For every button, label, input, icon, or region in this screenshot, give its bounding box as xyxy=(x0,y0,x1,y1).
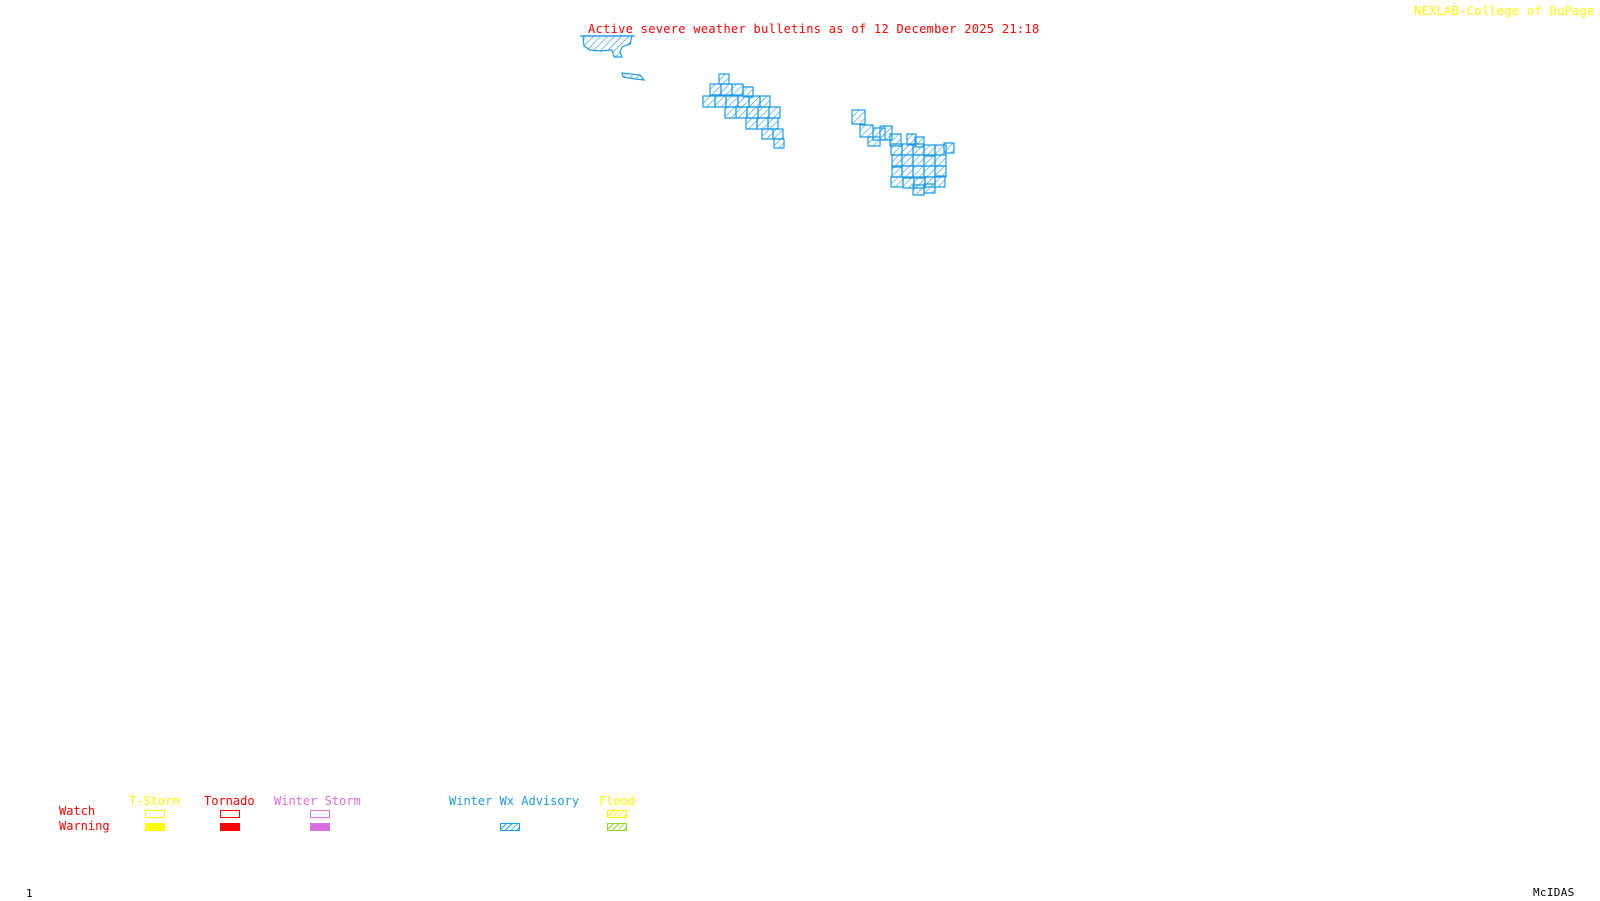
legend-col-tstorm: T-Storm xyxy=(129,794,180,808)
flood-warning-swatch xyxy=(607,823,627,831)
frame-number: 1 xyxy=(26,887,33,900)
legend-col-winter-storm: Winter Storm xyxy=(274,794,361,808)
advisory-zone xyxy=(757,106,770,119)
tstorm-warning-swatch xyxy=(145,823,165,831)
advisory-zone xyxy=(756,117,769,130)
advisory-zone xyxy=(912,154,925,167)
tornado-watch-swatch xyxy=(220,810,240,818)
advisory-zone xyxy=(912,184,925,196)
advisory-zone xyxy=(709,83,722,96)
advisory-zone xyxy=(867,136,881,147)
advisory-zones xyxy=(580,35,955,196)
advisory-zone xyxy=(737,95,750,108)
advisory-zone xyxy=(851,109,866,125)
advisory-zone xyxy=(934,165,947,178)
advisory-zone xyxy=(761,128,774,140)
advisory-zone xyxy=(725,95,739,108)
advisory-zone xyxy=(724,106,737,119)
advisory-zone xyxy=(901,165,914,178)
advisory-zone xyxy=(718,73,730,85)
winter-wx-advisory-swatch xyxy=(500,823,520,831)
advisory-zone xyxy=(934,154,947,167)
advisory-zone xyxy=(943,142,955,154)
legend-col-winter-wx-advisory: Winter Wx Advisory xyxy=(449,794,580,808)
winter-storm-warning-swatch xyxy=(310,823,330,831)
advisory-zone xyxy=(890,176,904,188)
flood-watch-swatch xyxy=(607,810,627,818)
advisory-zone xyxy=(745,117,758,130)
credit-label: NEXLAB-College of DuPage xyxy=(1414,4,1595,18)
advisory-zone xyxy=(934,175,946,188)
advisory-zone xyxy=(714,95,727,108)
page-title: Active severe weather bulletins as of 12… xyxy=(588,22,1040,36)
legend-col-flood: Flood xyxy=(599,794,636,808)
advisory-zone xyxy=(912,143,925,156)
advisory-zone xyxy=(731,83,744,96)
advisory-zone xyxy=(902,177,915,189)
advisory-zone xyxy=(720,83,733,96)
advisory-zone xyxy=(912,165,925,178)
advisory-zone xyxy=(923,154,936,167)
advisory-zone xyxy=(582,35,633,58)
advisory-zone xyxy=(702,95,716,108)
tstorm-watch-swatch xyxy=(145,810,165,818)
advisory-zone xyxy=(923,165,936,178)
advisory-zone xyxy=(772,128,784,140)
legend-col-tornado: Tornado xyxy=(204,794,255,808)
advisory-zone xyxy=(759,95,771,108)
advisory-zone xyxy=(773,138,785,149)
advisory-zone xyxy=(901,154,914,167)
advisory-zone xyxy=(768,106,781,119)
advisory-zone xyxy=(901,143,914,156)
advisory-zone xyxy=(923,183,936,194)
advisory-zone xyxy=(746,106,759,119)
advisory-zone xyxy=(859,124,874,138)
software-label: McIDAS xyxy=(1533,886,1575,899)
advisory-zone xyxy=(891,165,903,178)
legend-row-watch: Watch xyxy=(59,804,96,818)
tornado-warning-swatch xyxy=(220,823,240,831)
advisory-zone xyxy=(767,117,779,130)
advisory-zone xyxy=(890,143,903,156)
advisory-zone xyxy=(923,144,936,157)
advisory-zone xyxy=(735,106,748,119)
advisory-zone xyxy=(621,72,646,81)
winter-storm-watch-swatch xyxy=(310,810,330,818)
legend-row-warning: Warning xyxy=(59,819,110,833)
advisory-zone xyxy=(748,95,761,108)
advisory-zone xyxy=(891,154,903,168)
